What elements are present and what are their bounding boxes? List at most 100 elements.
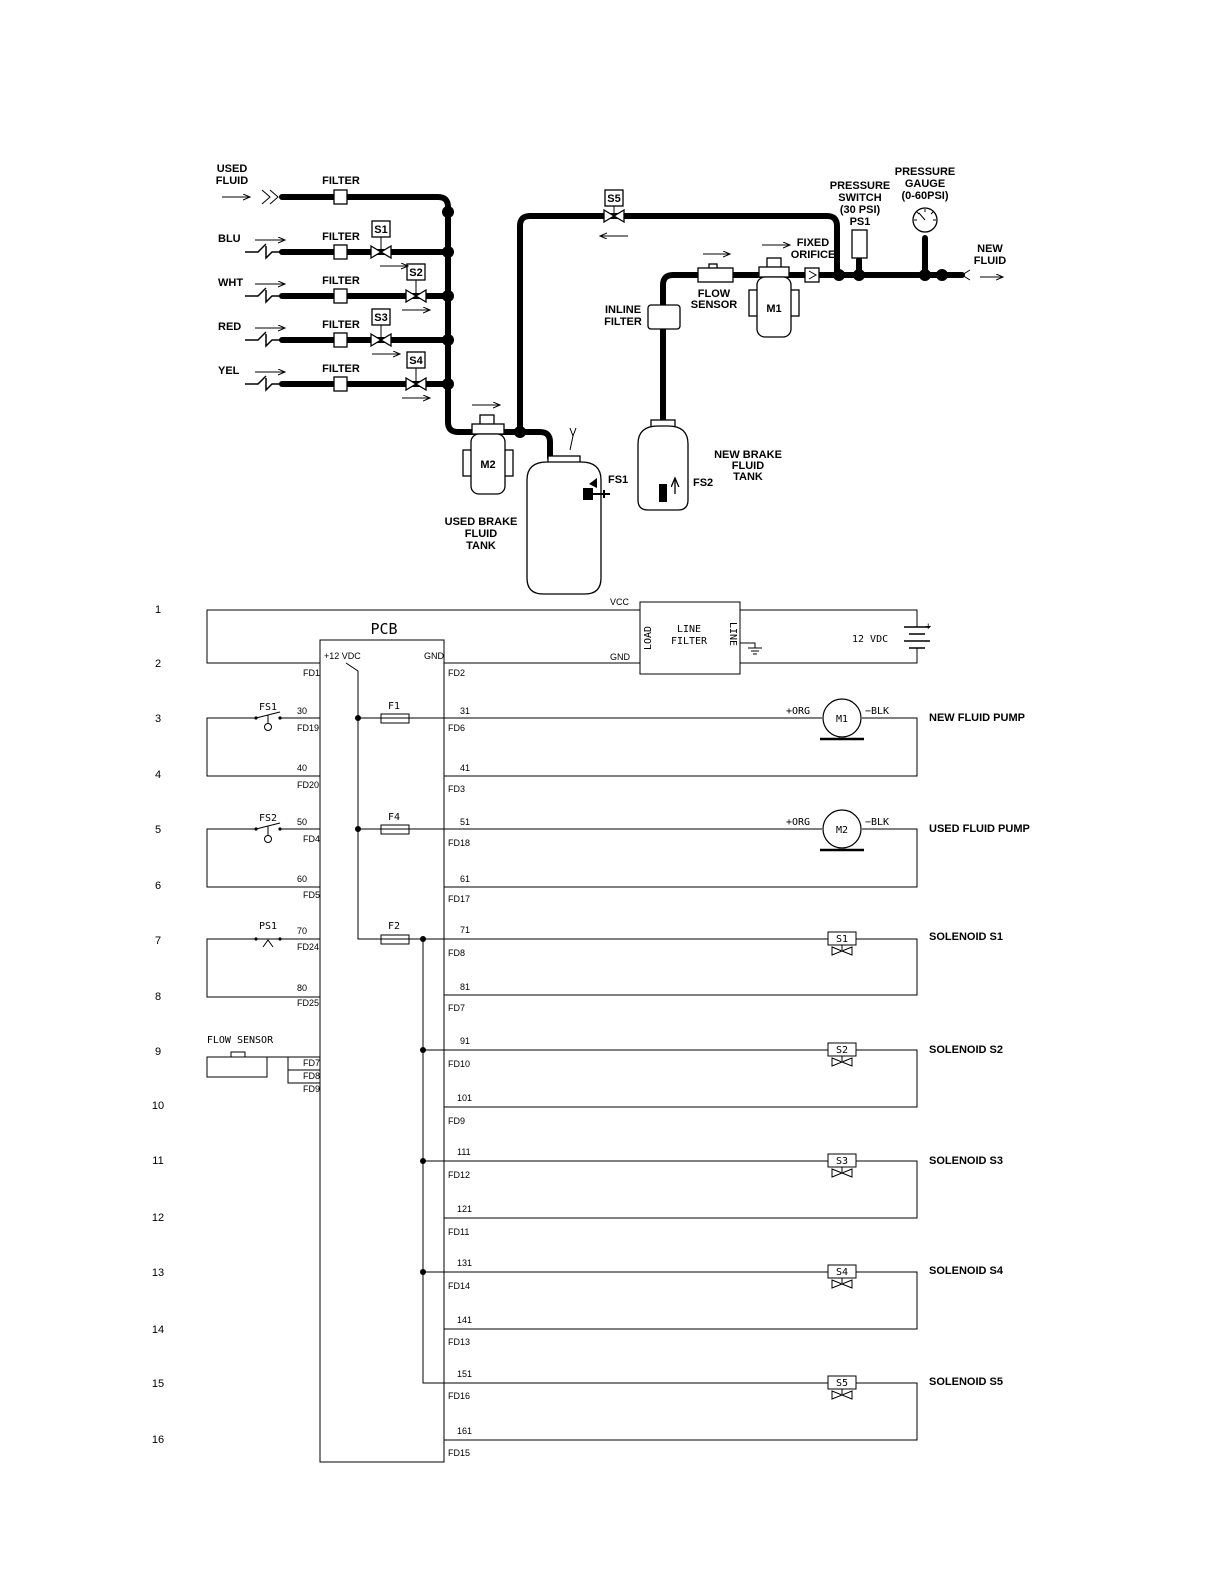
motor-m1-neg: −BLK [865, 706, 889, 717]
row-number: 8 [155, 991, 161, 1003]
pressure-switch: PRESSURE SWITCH (30 PSI) PS1 [830, 180, 890, 259]
connector-label: FD8 [448, 948, 465, 958]
connector-label: FD8 [303, 1071, 320, 1081]
pump-body [470, 433, 506, 495]
pressure-switch-icon [851, 229, 868, 259]
vcc-label: VCC [610, 597, 630, 607]
connector-label: FD17 [448, 894, 470, 904]
inline-filter-label-2: FILTER [604, 316, 642, 328]
wire-number: 41 [460, 763, 470, 773]
pressure-gauge-label-1: PRESSURE [895, 166, 956, 178]
row-number: 15 [152, 1378, 164, 1390]
row-number: 14 [152, 1324, 164, 1336]
connector-label: FD11 [448, 1227, 469, 1237]
gnd-pcb-label: GND [424, 651, 445, 661]
connector-label: FD10 [448, 1059, 470, 1069]
wire-number: 101 [457, 1093, 472, 1103]
fs1-label: FS1 [608, 474, 628, 486]
power-supply: VCC GND LINE FILTER LOAD LINE + 12 VDC [206, 597, 931, 675]
flow-sensor: FLOW SENSOR [691, 254, 738, 311]
load-label-new-fluid-pump: NEW FLUID PUMP [929, 712, 1025, 724]
solenoid-s4-coil-label: S4 [836, 1267, 848, 1278]
connector-label: FD16 [448, 1391, 470, 1401]
flow-sensor-tab [230, 1051, 246, 1058]
row-numbers: 1 2 3 4 5 6 7 8 9 10 11 12 13 14 15 16 [152, 604, 164, 1446]
solenoid-s4-label: S4 [409, 355, 423, 367]
line-filter-box [639, 601, 741, 675]
tank-body [526, 461, 602, 595]
ground-icon [740, 642, 762, 655]
wire-number: 161 [457, 1426, 472, 1436]
battery-icon [904, 626, 930, 651]
filter-icon [333, 376, 348, 392]
used-tank-label-2: FLUID [465, 528, 497, 540]
load-label-solenoid-s5: SOLENOID S5 [929, 1376, 1003, 1388]
row-number: 3 [155, 713, 161, 725]
flow-sensor-icon [206, 1056, 268, 1078]
filters: FILTER FILTER FILTER FILTER FILTER [322, 175, 360, 392]
load-label-used-fluid-pump: USED FLUID PUMP [929, 823, 1030, 835]
load-label-solenoid-s3: SOLENOID S3 [929, 1155, 1003, 1167]
motor-m2-icon [822, 809, 862, 849]
motor-m2-pos: +ORG [786, 817, 810, 828]
line-filter-label-1: LINE [677, 624, 701, 635]
row-number: 5 [155, 824, 161, 836]
pipe-network [279, 194, 965, 491]
valve-icon [405, 376, 427, 392]
connector-label: FD2 [448, 668, 465, 678]
used-tank-label-1: USED BRAKE [445, 516, 518, 528]
pressure-gauge: PRESSURE GAUGE (0-60PSI) [895, 166, 956, 233]
used-fluid-label: USED [217, 163, 248, 175]
valve-icon [831, 1056, 853, 1067]
gnd-label: GND [610, 652, 631, 662]
fuse-f4-label: F4 [388, 812, 400, 823]
flow-sensor-block: FLOW SENSOR [206, 1035, 320, 1084]
motor-m1-icon [822, 698, 862, 738]
wire-number: 30 [297, 706, 307, 716]
load-label: LOAD [643, 626, 654, 650]
filter-icon [333, 288, 348, 304]
row-number: 16 [152, 1434, 164, 1446]
fuses: F1 F4 F2 [380, 701, 410, 945]
inline-filter: INLINE FILTER [604, 304, 681, 330]
row-number: 10 [152, 1100, 164, 1112]
wire-number: 51 [460, 817, 470, 827]
connector-label: FD4 [303, 834, 320, 844]
solenoid-s2-label: S2 [409, 267, 422, 279]
pressure-gauge-label-2: GAUGE [905, 178, 945, 190]
internal-bus [345, 662, 444, 1384]
pcb-box [319, 639, 445, 1463]
filter-label-1: FILTER [322, 175, 360, 187]
used-fluid-inlet: USED FLUID [216, 163, 279, 205]
solenoid-s3-coil-label: S3 [836, 1156, 848, 1167]
connector-label: FD18 [448, 838, 470, 848]
fuse-f1-label: F1 [388, 701, 400, 712]
load-label-solenoid-s1: SOLENOID S1 [929, 931, 1003, 943]
used-brake-fluid-tank: FS1 USED BRAKE FLUID TANK [445, 427, 628, 595]
row-number: 2 [155, 658, 161, 670]
flow-sensor-label-2: SENSOR [691, 299, 738, 311]
switch-fs2-label: FS2 [259, 813, 277, 824]
flow-sensor-label-1: FLOW [698, 288, 731, 300]
filter-label-3: FILTER [322, 275, 360, 287]
new-fluid-pump-m1: M1 [748, 245, 800, 338]
valve-icon [405, 288, 427, 304]
connector-label: FD9 [303, 1084, 320, 1094]
valve-icon [370, 332, 392, 348]
motor-m1-pos: +ORG [786, 706, 810, 717]
pressure-gauge-label-3: (0-60PSI) [901, 190, 948, 202]
m1-label: M1 [766, 303, 781, 315]
wire-number: 121 [457, 1204, 472, 1214]
row-number: 1 [155, 604, 161, 616]
new-tank-label-1: NEW BRAKE [714, 449, 782, 461]
pump-body [756, 276, 792, 338]
hydraulic-diagram: USED FLUID FILTER FILTER FILTER FILTER F… [216, 163, 1006, 595]
wire-number: 81 [460, 982, 470, 992]
solenoid-s5-label: S5 [607, 193, 620, 205]
filter-icon [333, 244, 348, 260]
connector-label: FD20 [297, 780, 319, 790]
row-number: 9 [155, 1046, 161, 1058]
m2-label: M2 [480, 459, 495, 471]
used-tank-label-3: TANK [466, 540, 496, 552]
